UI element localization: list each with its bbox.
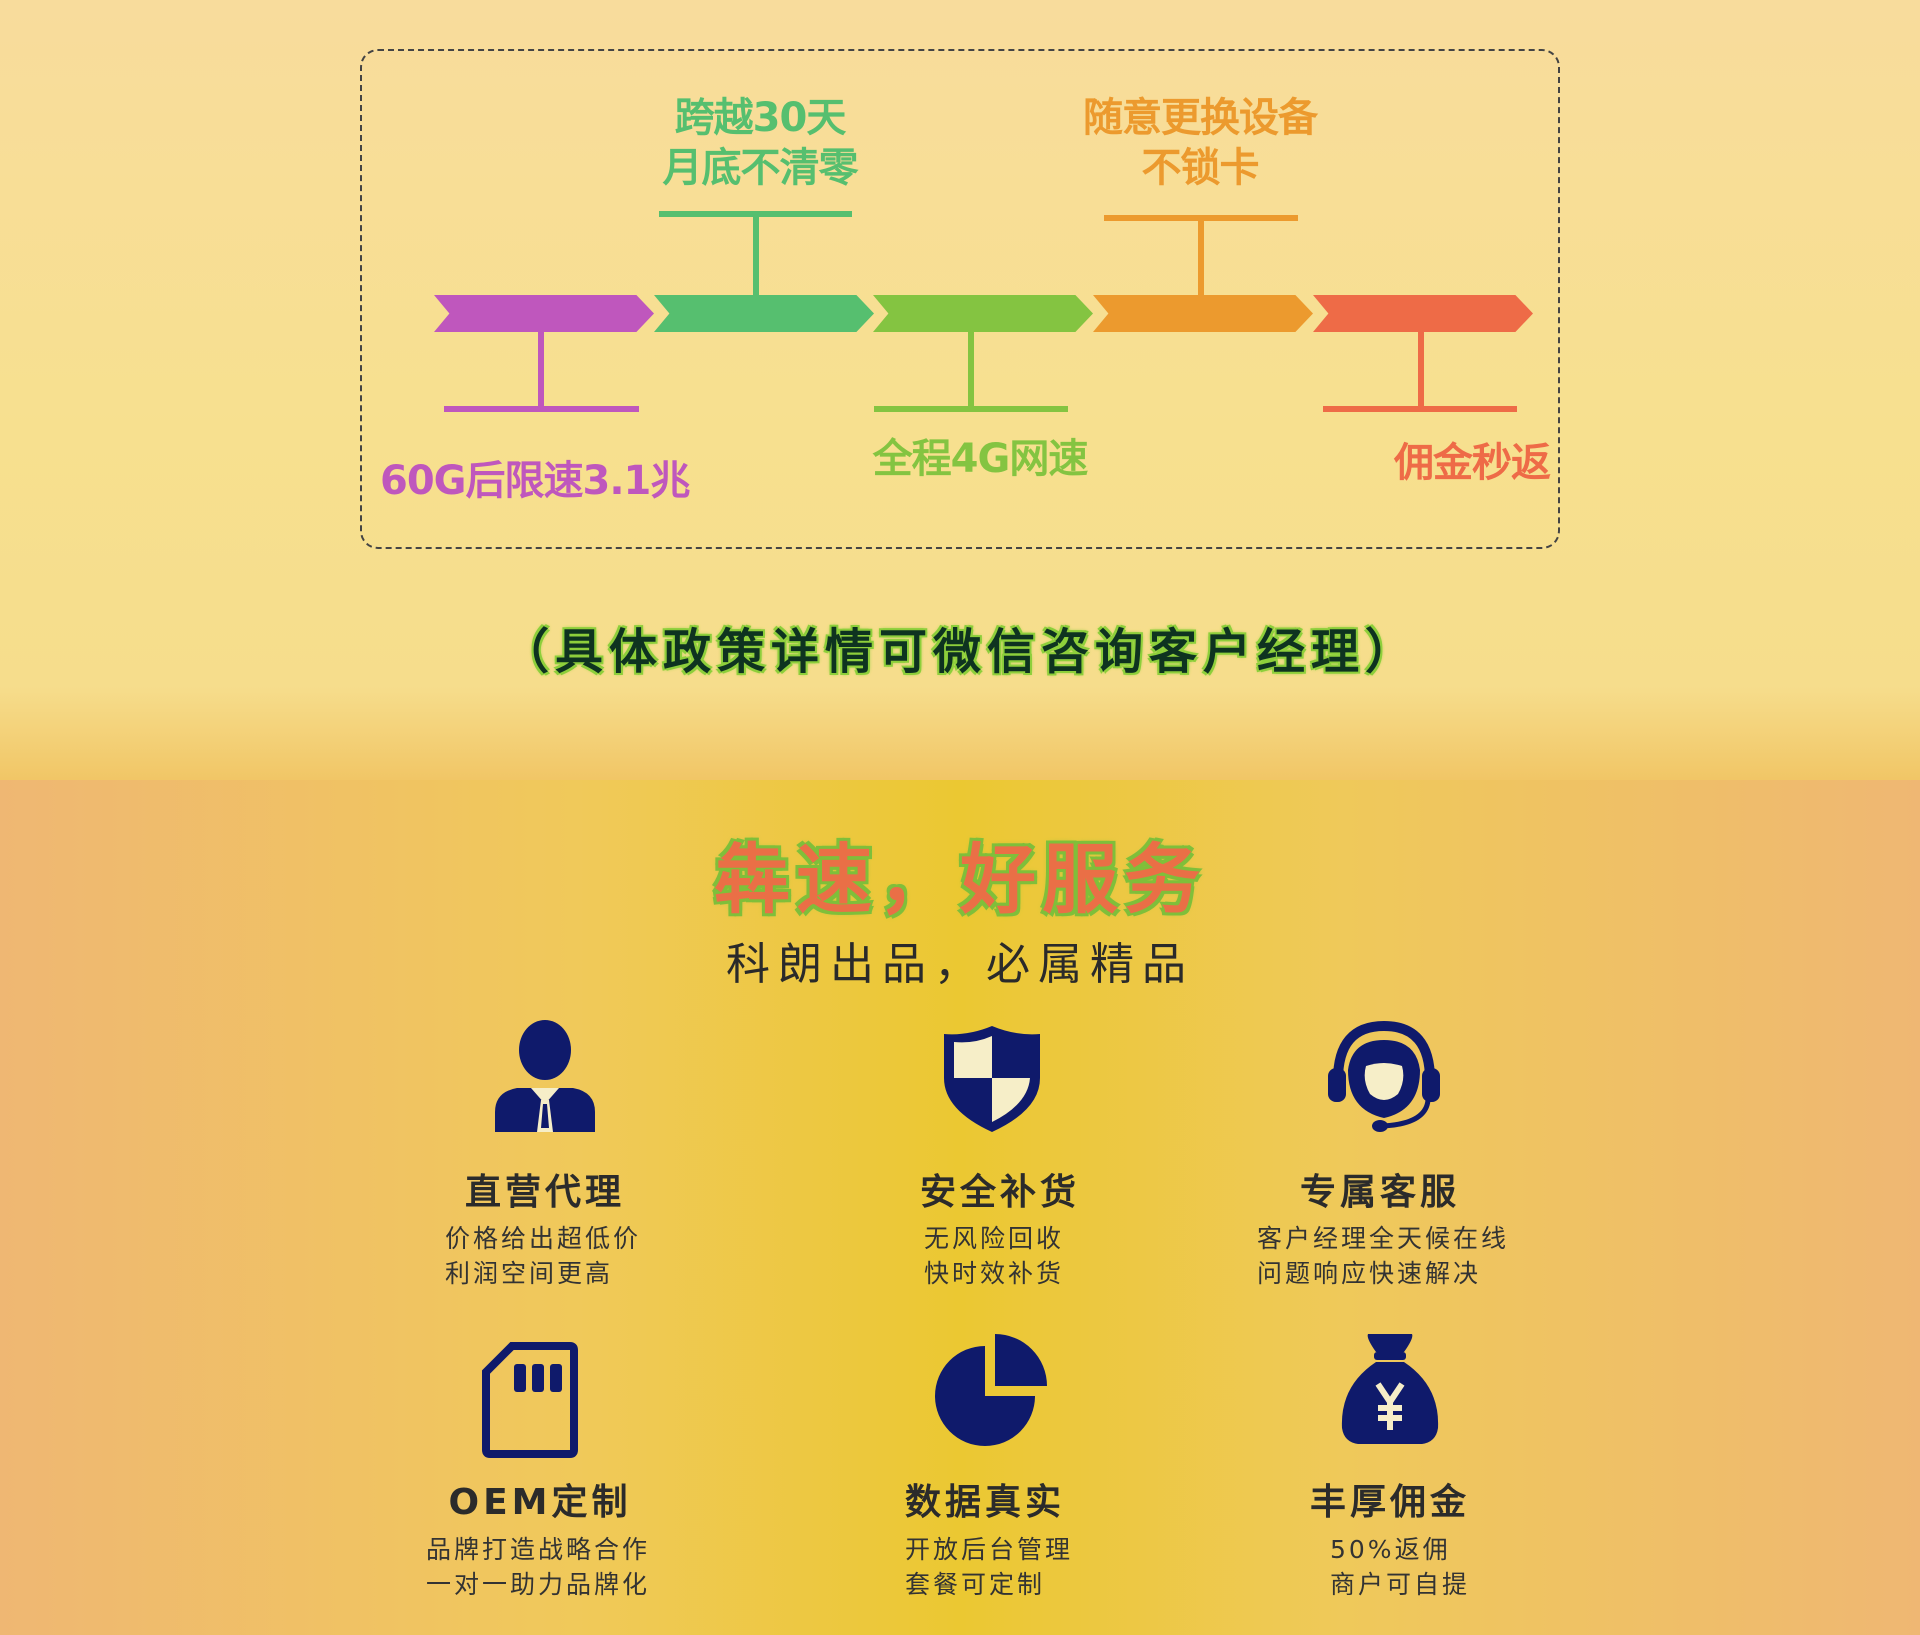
connector-4	[1198, 220, 1204, 296]
feature-desc-line: 商户可自提	[1330, 1570, 1471, 1599]
feature-desc-line: 利润空间更高	[445, 1259, 614, 1288]
feature-desc-line: 50%返佣	[1330, 1535, 1451, 1564]
feature-desc-line: 开放后台管理	[905, 1535, 1074, 1564]
connector-3	[968, 332, 974, 412]
step-label-3: 全程4G网速	[872, 436, 1089, 482]
step-label-2: 跨越30天 月底不清零	[662, 95, 859, 191]
timeline-arrow-5	[1313, 295, 1533, 332]
connector-1	[538, 332, 544, 412]
feature-title: 丰厚佣金	[1309, 1482, 1470, 1523]
feature-desc-line: 价格给出超低价	[445, 1224, 642, 1253]
headset-agent-icon	[1326, 1020, 1442, 1140]
base-line-3	[874, 406, 1068, 412]
top-line-4	[1104, 215, 1298, 221]
feature-title: OEM定制	[448, 1482, 632, 1523]
businessman-icon	[487, 1020, 603, 1139]
step-label-4: 随意更换设备 不锁卡	[1083, 95, 1318, 191]
top-section: 60G后限速3.1兆 跨越30天 月底不清零 全程4G网速 随意更换设备 不锁卡…	[0, 0, 1920, 780]
feature-desc-line: 套餐可定制	[905, 1570, 1046, 1599]
feature-dedicated-support: 专属客服 客户经理全天候在线 问题响应快速解决	[1200, 1020, 1560, 1300]
feature-high-commission: 丰厚佣金 50%返佣 商户可自提	[1210, 1330, 1570, 1610]
feature-title: 专属客服	[1299, 1172, 1460, 1213]
base-line-5	[1323, 406, 1517, 412]
step-label-1: 60G后限速3.1兆	[380, 458, 690, 504]
policy-note: （具体政策详情可微信咨询客户经理）	[500, 624, 1419, 680]
base-line-1	[444, 406, 639, 412]
sim-card-icon	[482, 1342, 578, 1462]
feature-desc-line: 无风险回收	[924, 1224, 1065, 1253]
timeline-arrow-4	[1093, 295, 1313, 332]
feature-desc-line: 快时效补货	[924, 1259, 1065, 1288]
timeline-box	[360, 49, 1560, 549]
feature-desc-line: 客户经理全天候在线	[1257, 1224, 1510, 1253]
feature-title: 数据真实	[904, 1482, 1065, 1523]
feature-desc-line: 问题响应快速解决	[1257, 1259, 1482, 1288]
timeline-arrow-3	[873, 295, 1093, 332]
timeline-arrow-1	[434, 295, 654, 332]
feature-direct-agent: 直营代理 价格给出超低价 利润空间更高	[365, 1020, 725, 1300]
pie-chart-icon	[931, 1330, 1051, 1454]
feature-title: 安全补货	[919, 1172, 1080, 1213]
money-bag-icon	[1338, 1330, 1442, 1450]
feature-real-data: 数据真实 开放后台管理 套餐可定制	[805, 1330, 1165, 1610]
feature-title: 直营代理	[464, 1172, 625, 1213]
feature-desc-line: 一对一助力品牌化	[426, 1570, 651, 1599]
timeline-arrow-2	[654, 295, 874, 332]
feature-safe-restock: 安全补货 无风险回收 快时效补货	[820, 1020, 1180, 1300]
connector-2	[753, 216, 759, 296]
headline: 犇速，好服务	[714, 835, 1206, 924]
step-label-5: 佣金秒返	[1394, 440, 1551, 486]
connector-5	[1418, 332, 1424, 412]
subheadline: 科朗出品，必属精品	[726, 939, 1194, 990]
top-line-2	[659, 211, 852, 217]
feature-desc-line: 品牌打造战略合作	[426, 1535, 651, 1564]
bottom-section	[0, 780, 1920, 1635]
shield-icon	[940, 1022, 1044, 1138]
feature-oem: OEM定制 品牌打造战略合作 一对一助力品牌化	[360, 1330, 720, 1610]
